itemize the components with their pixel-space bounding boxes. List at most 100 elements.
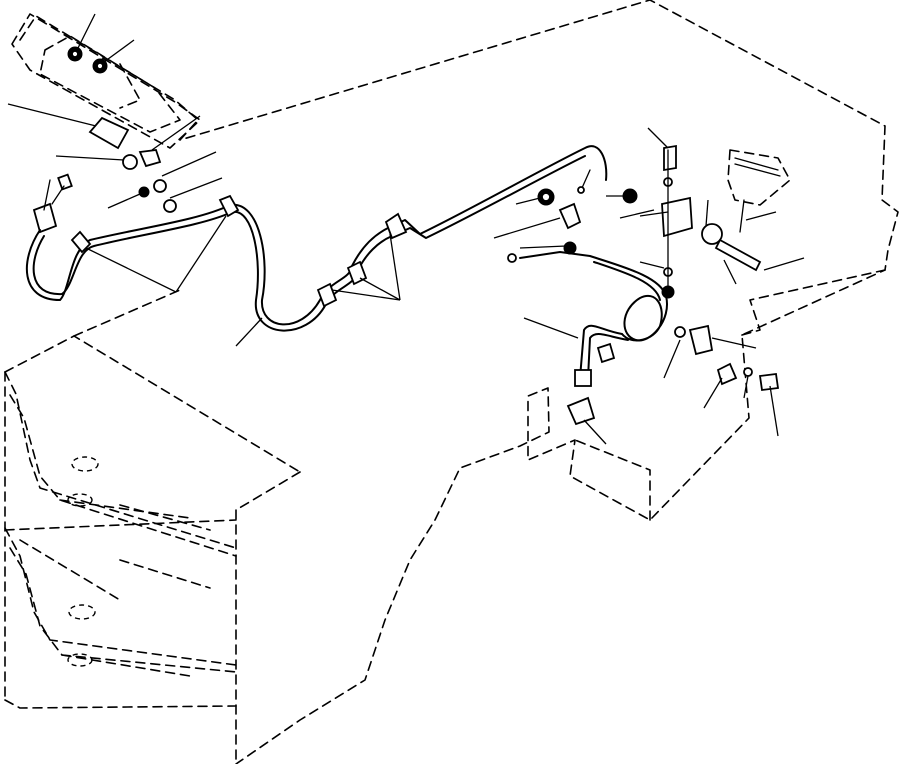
nut-2-center (96, 62, 104, 70)
side-plate-2 (4, 527, 237, 666)
hose-clamp-icon (596, 342, 616, 364)
callout-leader-2 (103, 39, 135, 63)
clamp-1-icon (70, 230, 92, 254)
callout-leader-27 (663, 339, 681, 379)
hose-end-fitting-icon (574, 369, 592, 387)
sensor-housing-lines (734, 157, 781, 177)
frame-hole-2 (67, 493, 93, 507)
callout-leader-21 (619, 209, 655, 219)
side-plate-2b (9, 547, 237, 673)
callout-leader-9 (235, 317, 263, 347)
coiled-hose-inner (593, 261, 661, 301)
frame-left-edge (4, 335, 301, 473)
side-gusset-2 (119, 559, 211, 589)
callout-leader-31 (583, 419, 607, 445)
side-diagonal (19, 539, 121, 601)
washer-5-icon (674, 326, 686, 338)
callout-leader-18 (523, 317, 579, 339)
hose-nut-center (541, 192, 551, 202)
side-plate-1 (4, 371, 237, 549)
frame-hole-3 (68, 604, 96, 620)
sensor-bolt-icon (714, 238, 762, 272)
hose-terminal-icon (507, 253, 517, 263)
switch-bracket-icon (88, 116, 130, 150)
callout-leader-33 (639, 211, 669, 217)
bolt-head-icon (138, 186, 150, 198)
callout-leader-23 (745, 211, 777, 221)
side-plate-1b (9, 394, 237, 557)
washer-1-icon (122, 154, 138, 170)
callout-leaders (7, 13, 805, 445)
main-cable (26, 145, 608, 326)
side-gusset-1 (119, 504, 211, 531)
bolt-icon (663, 144, 677, 172)
coiled-hose (519, 251, 669, 342)
callout-leader-24 (763, 257, 805, 271)
callout-leader-10 (175, 215, 227, 293)
bracket-box-inner (39, 35, 181, 133)
callout-leader-8 (107, 193, 141, 209)
cable-end-ring (577, 186, 585, 194)
washer-2-icon (163, 199, 177, 213)
clamp-5-icon (384, 212, 408, 240)
nut-1-center (71, 50, 79, 58)
callout-leader-11 (85, 247, 177, 293)
callout-leader-5 (55, 155, 125, 161)
sensor-housing (727, 149, 791, 206)
elbow-fitting-icon (558, 202, 582, 230)
bolt-2-icon (758, 372, 780, 392)
callout-leader-26 (711, 337, 757, 349)
phantom-frame (4, 0, 899, 764)
callout-leader-13 (359, 277, 401, 301)
callout-leader-16 (493, 217, 561, 239)
callout-leader-32 (639, 261, 665, 269)
rear-block-edge (574, 439, 651, 521)
callout-leader-28 (703, 377, 723, 409)
clamp-2-icon (218, 194, 240, 218)
clamp-4-icon (346, 260, 368, 286)
rear-block-top (741, 269, 886, 336)
callout-leader-12 (389, 233, 401, 301)
main-cable-parallel (32, 155, 586, 332)
clip-bracket-icon (688, 324, 714, 356)
upper-left-switch-assembly (67, 46, 177, 213)
terminal-icon (57, 173, 73, 191)
callout-leader-6 (161, 151, 217, 177)
callout-leader-4 (151, 115, 201, 151)
right-bracket-assembly (622, 144, 780, 392)
lower-elbow-icon (566, 396, 596, 426)
callout-leader-14 (331, 289, 401, 301)
bracket-box (11, 13, 201, 149)
mount-plate-icon (661, 196, 693, 238)
callout-leader-22 (705, 199, 709, 227)
side-plate-edge-2 (4, 699, 237, 709)
callout-leader-17 (519, 245, 567, 249)
frame-hole-4 (67, 653, 93, 667)
nut-3-icon (153, 179, 167, 193)
switch-clip-icon (138, 149, 162, 168)
sensor-lead (739, 199, 745, 233)
side-plate-edge-1 (4, 519, 237, 531)
callout-leader-29 (743, 375, 749, 399)
callout-leader-1 (77, 13, 96, 49)
side-brace-2 (61, 654, 191, 677)
wire-harness (26, 145, 608, 332)
bracket-box-detail (119, 63, 141, 109)
cable-end-lead (581, 169, 591, 189)
hose-down-section (579, 324, 623, 379)
clamp-3-icon (316, 282, 338, 308)
hose-assembly (507, 188, 669, 426)
pigtail-wires (43, 179, 65, 211)
callout-leader-15 (515, 197, 541, 205)
callout-leader-7 (169, 177, 223, 199)
side-brace-1 (59, 499, 191, 519)
frame-front-corner (235, 471, 301, 511)
sensor-body-icon (701, 223, 723, 245)
frame-hole-1 (71, 456, 99, 472)
frame-top-outline (19, 0, 899, 764)
frame-back-edge (73, 289, 181, 337)
callout-leader-3 (7, 103, 97, 127)
callout-leader-19 (647, 127, 669, 149)
